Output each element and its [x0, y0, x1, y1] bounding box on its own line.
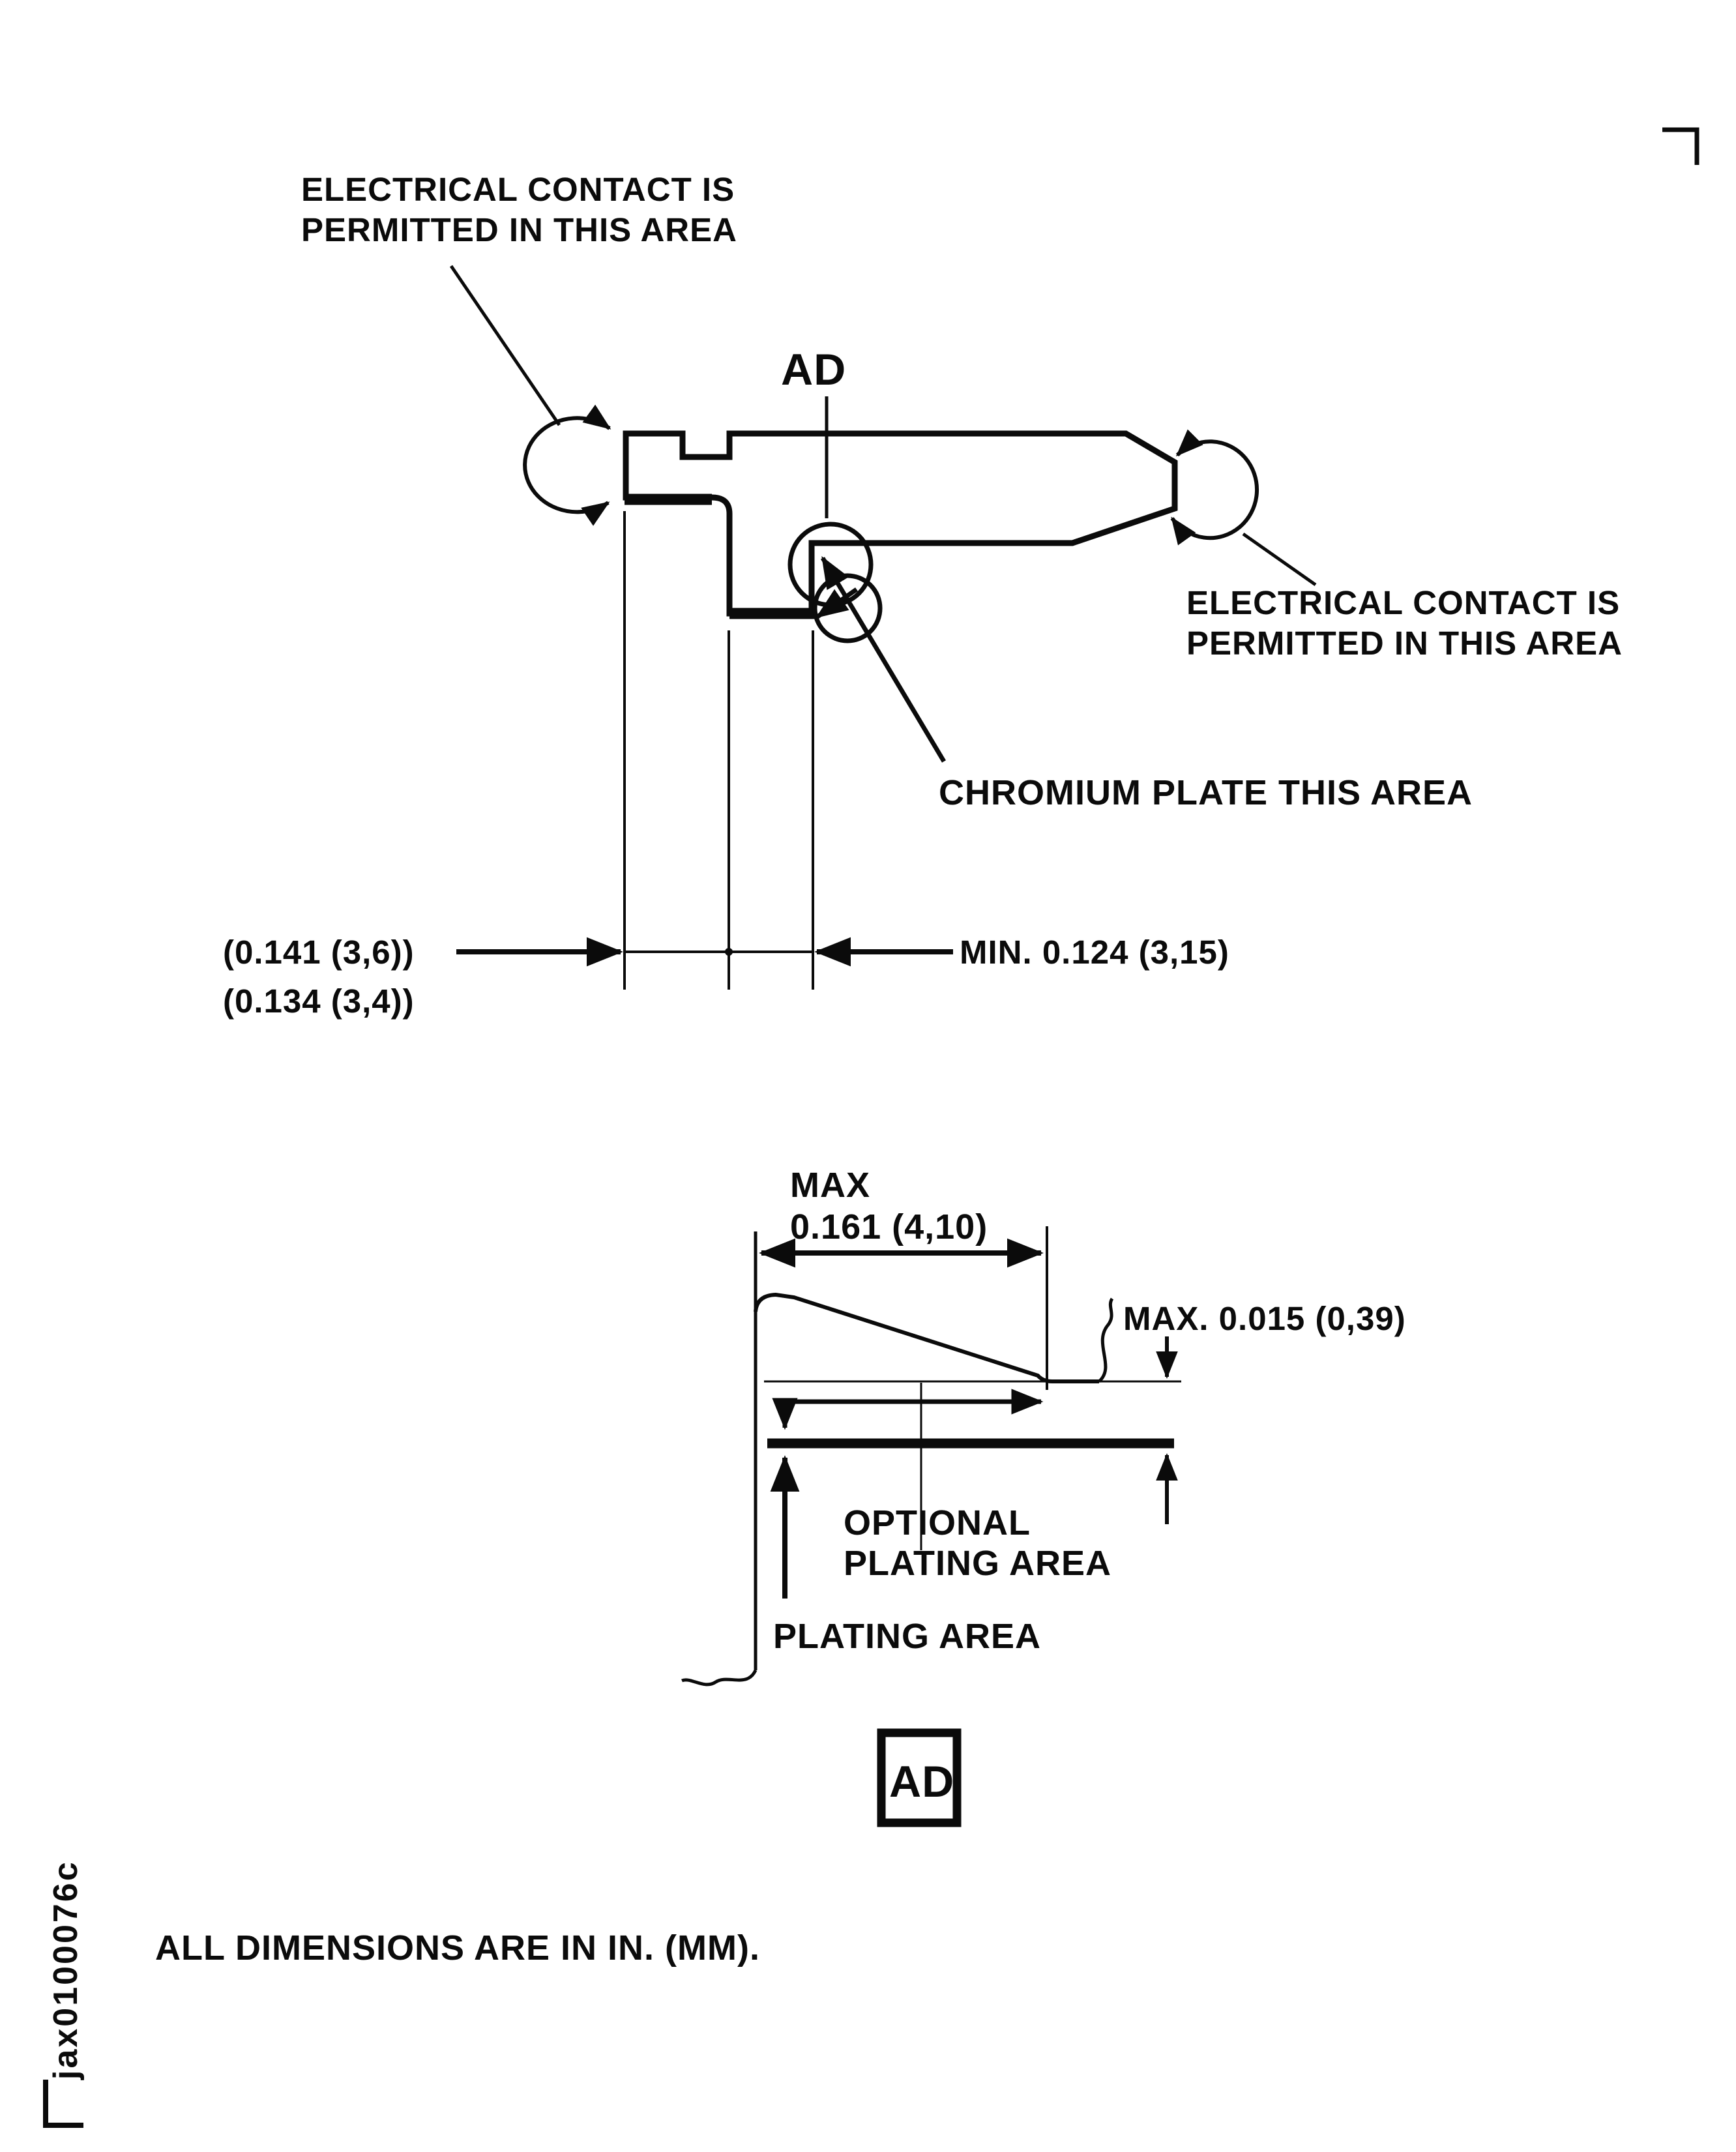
plating-area-label: PLATING AREA [773, 1617, 1041, 1656]
chromium-area-circle-small [812, 573, 883, 643]
chromium-label: CHROMIUM PLATE THIS AREA [939, 773, 1473, 812]
dimensions-note: ALL DIMENSIONS ARE IN IN. (MM). [155, 1928, 760, 1968]
left-contact-arc-icon [523, 404, 611, 526]
dim-left-upper-value: (0.141 (3,6)) [223, 934, 415, 971]
width-dim-line1: MAX [790, 1166, 870, 1205]
datum-flag: AD [877, 1728, 962, 1827]
right-contact-arc-icon [1170, 429, 1259, 546]
width-dim-line2: 0.161 (4,10) [790, 1207, 988, 1246]
datum-flag-box [877, 1728, 962, 1827]
optional-plating-elbow-arrow [772, 1398, 798, 1430]
optional-plating-label-line2: PLATING AREA [844, 1544, 1111, 1583]
right-contact-leader-line [1242, 532, 1317, 587]
bottom-break-squiggle [681, 1669, 758, 1687]
optional-plating-label-line1: OPTIONAL [844, 1503, 1031, 1542]
figure-contact-areas: ELECTRICAL CONTACT IS PERMITTED IN THIS … [223, 171, 1623, 1020]
right-contact-label-line1: ELECTRICAL CONTACT IS [1186, 584, 1620, 621]
height-dim-value: MAX. 0.015 (0,39) [1123, 1300, 1406, 1337]
chromium-leader-arrow [820, 556, 947, 763]
figure-plating-profile: MAX 0.161 (4,10) MAX. 0.015 (0,39) OPTIO… [681, 1166, 1406, 1687]
component-outline [623, 430, 1178, 617]
document-code: jax0100076c [47, 1860, 85, 2080]
chromium-area-circle-large [787, 522, 874, 608]
datum-flag-label: AD [889, 1757, 954, 1806]
datum-label: AD [781, 345, 846, 394]
corner-mark-bottom-left-icon [43, 2080, 83, 2128]
corner-mark-top-right-icon [1662, 127, 1699, 165]
left-contact-leader-line [449, 265, 561, 426]
left-contact-label-line2: PERMITTED IN THIS AREA [301, 211, 737, 248]
right-contact-label-line2: PERMITTED IN THIS AREA [1186, 625, 1623, 662]
left-contact-label-line1: ELECTRICAL CONTACT IS [301, 171, 735, 208]
chromium-secondary-arrow [816, 587, 859, 619]
dim-left-lower-value: (0.134 (3,4)) [223, 982, 415, 1020]
dimension-tick-dot [725, 948, 733, 956]
dim-right-value: MIN. 0.124 (3,15) [960, 934, 1229, 971]
break-line-squiggle [1098, 1297, 1114, 1383]
